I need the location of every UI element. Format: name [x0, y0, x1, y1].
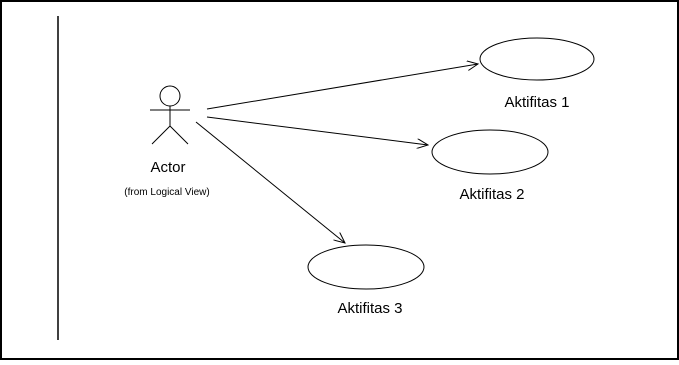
- use-case-2[interactable]: [431, 129, 549, 175]
- association-arrow-3: [195, 121, 345, 243]
- use-case-1-label: Aktifitas 1: [504, 94, 569, 111]
- actor-figure[interactable]: [150, 85, 190, 145]
- association-arrow-1: [206, 64, 478, 110]
- use-case-2-label: Aktifitas 2: [459, 186, 524, 203]
- use-case-2-ellipse: [431, 129, 549, 175]
- actor-right-leg: [169, 125, 189, 145]
- actor-label: Actor: [150, 159, 185, 176]
- use-case-3[interactable]: [307, 244, 425, 290]
- actor-left-leg: [151, 125, 171, 145]
- actor-origin-label: (from Logical View): [124, 187, 209, 198]
- association-arrow-2: [206, 116, 428, 145]
- use-case-3-ellipse: [307, 244, 425, 290]
- use-case-1-ellipse: [479, 37, 595, 81]
- use-case-1[interactable]: [479, 37, 595, 81]
- use-case-3-label: Aktifitas 3: [337, 300, 402, 317]
